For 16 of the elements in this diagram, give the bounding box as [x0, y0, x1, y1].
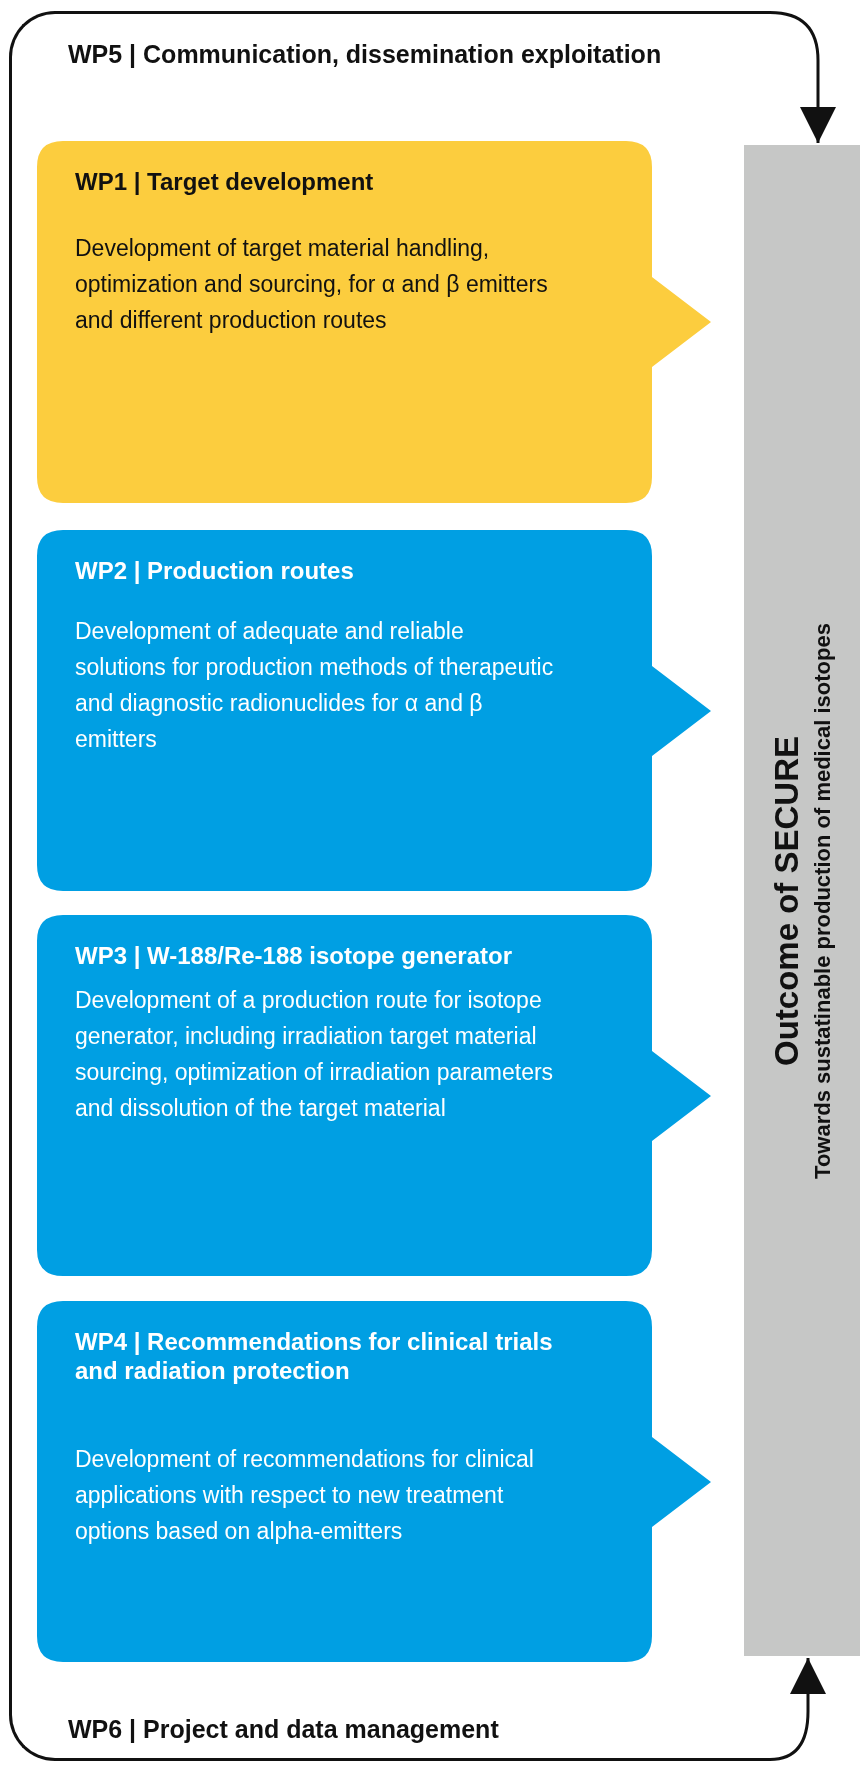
arrow [769, 1658, 826, 1761]
work-package-title: WP5 | Communication, dissemination exploitation [68, 40, 662, 69]
loop-frame [9, 11, 770, 1761]
work-package-description: Development of adequate and reliable solutions for production methods of therapeutic and diagnostic radionuclides for α and β emitters [75, 617, 555, 754]
work-package-title: WP3 | W-188/Re-188 isotope generator [75, 941, 513, 970]
work-package-description: Development of target material handling, optimization and sourcing, for α and β emitters and different production routes [75, 234, 549, 335]
work-package-title: WP4 | Recommendations for clinical trials and radiation protection [75, 1327, 554, 1385]
work-package-title: WP1 | Target development [75, 167, 375, 196]
work-package-title: WP6 | Project and data management [68, 1715, 499, 1744]
work-package-description: Development of a production route for isotope generator, including irradiation target material sourcing, optimization of irradiation parameters and dissolution of the target material [75, 986, 555, 1123]
outcome-title: Outcome of SECURE [768, 735, 806, 1066]
work-package-description: Development of recommendations for clinical applications with respect to new treatment options based on alpha-emitters [75, 1445, 535, 1546]
work-package-title: WP2 | Production routes [75, 556, 355, 585]
outcome-bar [744, 145, 860, 1656]
outcome-subtitle: Towards sustatinable production of medical isotopes [810, 622, 836, 1179]
arrow [769, 11, 836, 143]
